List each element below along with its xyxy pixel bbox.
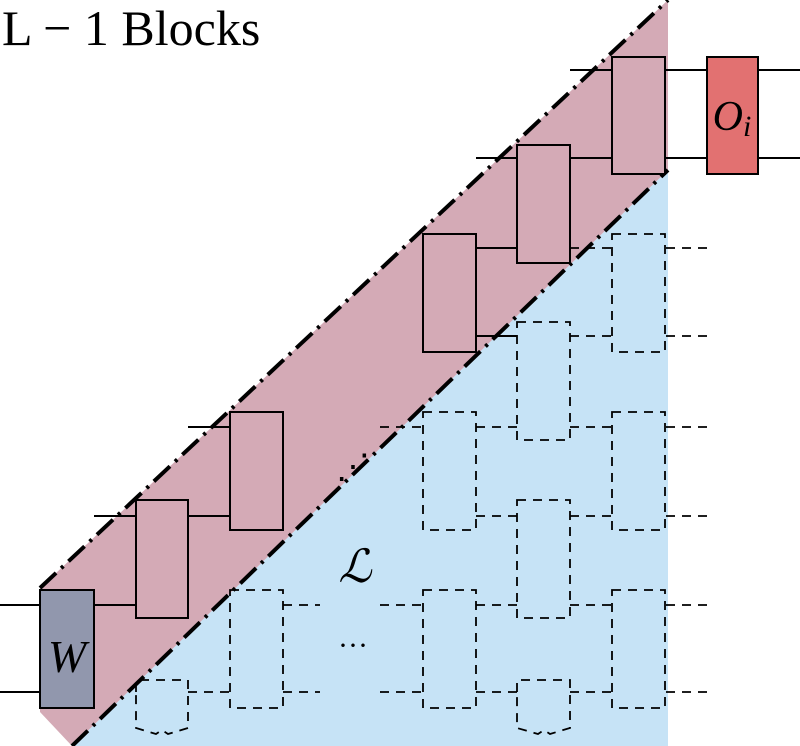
diagram-title: L − 1 Blocks xyxy=(2,0,260,56)
blocks-region xyxy=(40,0,668,746)
block-gate xyxy=(135,499,189,619)
dashed-gate xyxy=(611,589,666,709)
dashed-gate xyxy=(422,411,477,531)
dashed-half-gate xyxy=(135,679,189,735)
dashed-gates xyxy=(135,233,666,735)
dashed-wires xyxy=(188,247,708,693)
w-gate-label: W xyxy=(48,631,90,682)
upper-boundary-line xyxy=(38,0,670,590)
dashed-gate xyxy=(611,411,666,531)
dashed-gate xyxy=(611,233,666,353)
lower-boundary-line xyxy=(70,168,670,746)
block-gate xyxy=(229,411,284,531)
ellipsis-upper: ⋰ xyxy=(336,449,370,486)
ellipsis-lower: ··· xyxy=(338,629,368,662)
o-gate-subscript: i xyxy=(743,110,751,143)
dashed-gate xyxy=(516,499,571,619)
w-gate: W xyxy=(39,589,95,709)
o-gate: Oi xyxy=(706,56,759,175)
block-gate xyxy=(611,56,666,175)
dashed-half-gate xyxy=(516,679,571,735)
block-gate xyxy=(516,144,571,264)
region-label: ℒ xyxy=(338,541,372,592)
block-gate xyxy=(422,233,477,353)
dashed-gate xyxy=(229,589,284,709)
svg-text:Oi: Oi xyxy=(713,94,752,143)
o-gate-label: O xyxy=(713,94,743,140)
solid-wires xyxy=(0,69,800,693)
dashed-gate xyxy=(422,589,477,709)
dashed-gate xyxy=(516,321,571,441)
block-gates xyxy=(135,56,666,619)
